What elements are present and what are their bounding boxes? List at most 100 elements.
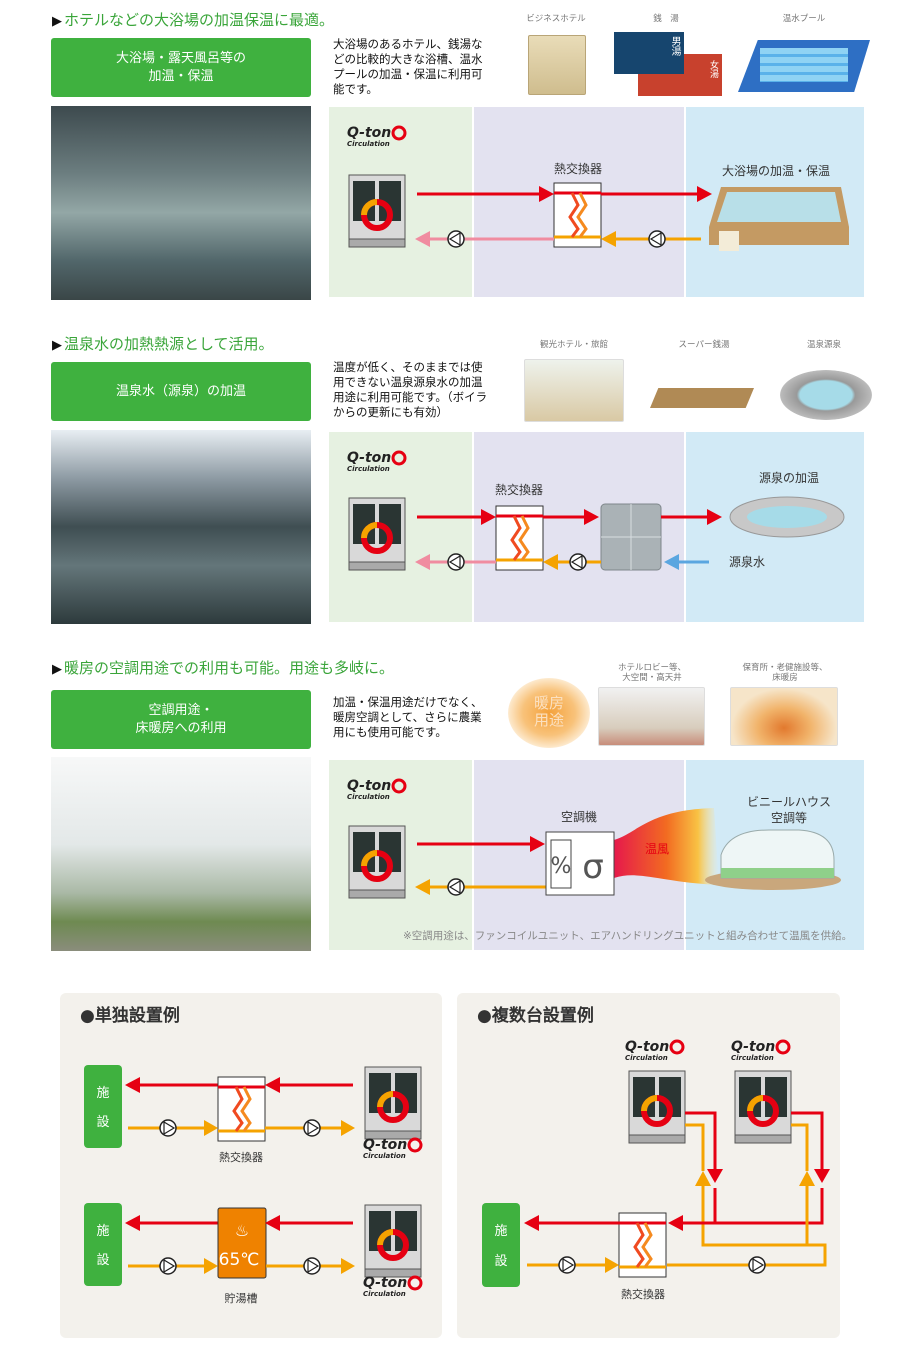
men-bath-sign: 男湯 — [614, 32, 684, 74]
box-line: 大浴場・露天風呂等の — [115, 50, 246, 66]
heat-pump-unit-icon — [348, 497, 406, 571]
logo-sub: Circulation — [363, 1290, 406, 1298]
logo-sub: Circulation — [625, 1054, 668, 1062]
tank-temperature: 65℃ — [219, 1250, 260, 1270]
box-line: 空調用途・ — [148, 702, 214, 718]
heading-text: 温泉水の加熱熱源として活用。 — [64, 335, 274, 353]
tank-label: 貯湯槽 — [225, 1292, 258, 1305]
ac-label: 空調機 — [561, 809, 597, 824]
super-sento-illustration — [650, 388, 754, 408]
panel-title: ●単独設置例 — [80, 1005, 180, 1026]
heat-pump-unit-icon — [734, 1070, 792, 1144]
greenhouse-photo — [51, 757, 311, 951]
pump-icon — [569, 553, 587, 571]
pool-illustration — [738, 40, 870, 92]
facility-box — [84, 1203, 122, 1286]
logo-sub: Circulation — [363, 1152, 406, 1160]
pump-icon — [648, 230, 666, 248]
pump-icon — [159, 1119, 177, 1137]
section3-heading: ▶暖房の空調用途での利用も可能。用途も多岐に。 — [52, 659, 395, 677]
hx-label: 熱交換器 — [554, 161, 602, 176]
warm-air-label: 温風 — [645, 842, 669, 856]
section3-usage-box: 空調用途・床暖房への利用 — [51, 690, 311, 749]
footnote: ※空調用途は、ファンコイルユニット、エアハンドリングユニットと組み合わせて温風を… — [403, 929, 852, 942]
heat-pump-unit-icon — [364, 1066, 422, 1140]
multi-installation-example: ●複数台設置例 Q-tonCirculationQ-tonCirculation… — [457, 993, 840, 1338]
public-bath-photo — [51, 106, 311, 300]
section2-usage-box: 温泉水（源泉）の加温 — [51, 362, 311, 421]
heat-pump-unit-icon — [348, 825, 406, 899]
pump-icon — [447, 878, 465, 896]
pump-icon — [447, 553, 465, 571]
example-label: 保育所・老健施設等、床暖房 — [742, 663, 828, 683]
logo-sub: Circulation — [731, 1054, 774, 1062]
section2-description: 温度が低く、そのままでは使用できない温泉源泉水の加温用途に利用可能です。（ボイラ… — [333, 360, 488, 419]
section1-heading: ▶ホテルなどの大浴場の加温保温に最適。 — [52, 11, 335, 29]
logo-main: Q-ton — [347, 450, 391, 466]
badge-line: 暖房 — [533, 694, 564, 712]
section1-description: 大浴場のあるホテル、銭湯などの比較的大きな浴槽、温水プールの加温・保温に利用可能… — [333, 37, 483, 96]
nursery-illustration — [730, 687, 838, 746]
pump-icon — [558, 1256, 576, 1274]
svg-text:♨: ♨ — [235, 1221, 249, 1240]
heat-exchanger-icon — [618, 1212, 667, 1278]
target-label: 源泉の加温 — [759, 471, 819, 485]
badge-line: 用途 — [533, 711, 564, 729]
logo-main: Q-ton — [347, 125, 391, 141]
example-label: ビジネスホテル — [526, 14, 586, 24]
pump-icon — [447, 230, 465, 248]
heating-use-badge: 暖房用途 — [508, 678, 590, 748]
heat-pump-unit-icon — [628, 1070, 686, 1144]
target-label: ビニールハウス — [747, 795, 831, 809]
greenhouse-icon — [705, 829, 841, 890]
heat-pump-unit-icon — [348, 174, 406, 248]
example-label: スーパー銭湯 — [678, 340, 730, 350]
facility-label: 施 — [96, 1086, 109, 1101]
facility-label: 設 — [96, 1252, 109, 1268]
target-label: 大浴場の加温・保温 — [722, 164, 830, 178]
heading-text: 暖房の空調用途での利用も可能。用途も多岐に。 — [64, 659, 395, 677]
logo-main: Q-ton — [363, 1275, 407, 1291]
hx-label: 熱交換器 — [495, 482, 543, 497]
facility-label: 設 — [96, 1114, 109, 1130]
hx-label: 熱交換器 — [219, 1150, 263, 1164]
logo-main: Q-ton — [347, 778, 391, 794]
pump-icon — [748, 1256, 766, 1274]
facility-label: 施 — [96, 1224, 109, 1239]
heat-exchanger-icon — [217, 1076, 266, 1142]
women-bath-sign: 女湯 — [708, 60, 718, 78]
example-label: 温泉源泉 — [806, 340, 841, 350]
business-hotel-illustration — [528, 35, 586, 95]
ryokan-illustration — [524, 359, 624, 422]
warm-air-gradient — [614, 808, 719, 885]
section3-description: 加温・保温用途だけでなく、暖房空調として、さらに農業用にも使用可能です。 — [333, 695, 483, 739]
example-label: 観光ホテル・旅館 — [539, 340, 608, 350]
logo-sub: Circulation — [347, 465, 390, 473]
hx-label: 熱交換器 — [621, 1287, 665, 1301]
water-tank-icon — [600, 503, 662, 571]
heat-exchanger-icon — [495, 505, 544, 571]
source-water-label: 源泉水 — [729, 555, 765, 569]
hot-spring-illustration — [780, 370, 872, 420]
facility-box — [84, 1065, 122, 1148]
box-line: 床暖房への利用 — [135, 720, 227, 736]
hot-water-tank-icon: ♨ — [217, 1207, 267, 1279]
svg-text:σ: σ — [582, 847, 604, 887]
facility-label: 施 — [494, 1224, 507, 1239]
section1-usage-box: 大浴場・露天風呂等の加温・保温 — [51, 38, 311, 97]
facility-box — [482, 1203, 520, 1287]
section2-heading: ▶温泉水の加熱熱源として活用。 — [52, 335, 274, 353]
example-label: ホテルロビー等、大空間・高天井 — [617, 663, 686, 683]
pump-icon — [303, 1119, 321, 1137]
example-label: 温水プール — [782, 14, 826, 24]
heat-pump-unit-icon — [364, 1204, 422, 1278]
